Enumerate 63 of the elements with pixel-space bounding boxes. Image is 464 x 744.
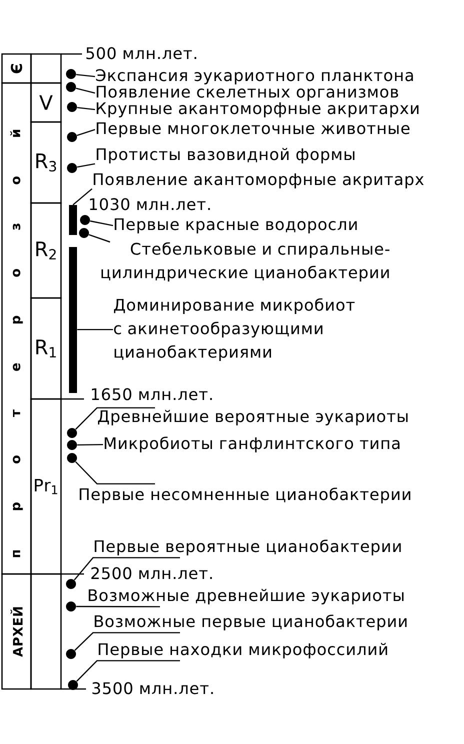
leader-line — [76, 74, 96, 78]
annotation-text: Микробиоты ганфлинтского типа — [104, 436, 400, 452]
marker-dot — [67, 102, 77, 112]
table-cell: Є — [1, 53, 32, 84]
annotation-text: Первые красные водоросли — [114, 218, 357, 234]
table-cell: R$_{3}$ — [30, 121, 62, 204]
leader-line — [77, 163, 96, 168]
leader-line — [76, 88, 96, 94]
marker-dot — [67, 453, 77, 463]
table-cell: V — [30, 82, 62, 123]
leader-line — [77, 328, 113, 330]
range-bar — [69, 205, 77, 235]
marker-dot — [67, 440, 77, 450]
annotation-text: Первые находки микрофоссилий — [98, 642, 388, 658]
table-cell — [30, 573, 62, 690]
leader-line — [74, 632, 180, 651]
annotation-text: Первые многоклеточные животные — [96, 122, 410, 138]
range-bar — [69, 247, 77, 393]
table-cell: R$_{2}$ — [30, 202, 62, 299]
marker-dot — [66, 82, 76, 92]
annotation-text: Первые несомненные цианобактерии — [80, 488, 410, 504]
annotation-text: Экспансия эукариотного планктона — [96, 69, 413, 84]
leader-line — [88, 234, 110, 243]
marker-dot — [66, 602, 76, 612]
table-cell: Pr$_{1}$ — [30, 398, 62, 575]
annotation-text: Протисты вазовидной формы — [96, 148, 354, 164]
marker-dot — [66, 579, 76, 589]
marker-dot — [67, 428, 77, 438]
leader-line — [76, 660, 180, 682]
leader-line — [77, 106, 96, 110]
leader-line — [76, 128, 96, 136]
annotation-text: Появление скелетных организмов — [96, 86, 398, 101]
age-label: 3500 млн.лет. — [92, 682, 213, 694]
marker-dot — [66, 649, 76, 659]
annotation-text: Стебельковые и спиральные- цилиндрические цианобактерии — [102, 242, 390, 282]
annotation-text: Доминирование микробиот с акинетообразующими цианобактериями — [114, 298, 355, 361]
age-label: 1030 млн.лет. — [90, 198, 210, 210]
annotation-text: Первые вероятные цианобактерии — [94, 540, 401, 556]
leader-line — [72, 188, 92, 206]
table-cell: п р о т е р о з о й — [1, 82, 32, 575]
leader-line — [75, 407, 155, 430]
annotation-text: Древнейшие вероятные эукариоты — [98, 410, 408, 426]
annotation-text: Крупные акантоморфные акритархи — [96, 102, 418, 118]
marker-dot — [67, 163, 77, 173]
annotation-text: Возможные древнейшие эукариоты — [88, 588, 404, 604]
annotation-text: Возможные первые цианобактерии — [94, 614, 407, 630]
table-cell: АРХЕЙ — [1, 573, 32, 690]
leader-line — [90, 220, 114, 226]
marker-dot — [66, 69, 76, 79]
leader-line — [74, 557, 180, 580]
age-label: 2500 млн.лет. — [91, 567, 212, 580]
leader-line — [76, 606, 160, 608]
table-cell: R$_{1}$ — [30, 297, 62, 400]
marker-dot — [68, 680, 78, 690]
marker-dot — [80, 215, 90, 225]
marker-dot — [67, 132, 77, 142]
age-label: 1650 млн.лет. — [92, 388, 212, 400]
marker-dot — [79, 228, 89, 238]
leader-line — [75, 461, 155, 484]
leader-line — [77, 444, 103, 446]
table-cell — [30, 53, 62, 84]
age-label: 500 млн.лет. — [86, 47, 196, 60]
annotation-text: Появление акантоморфные акритарх — [94, 173, 424, 188]
